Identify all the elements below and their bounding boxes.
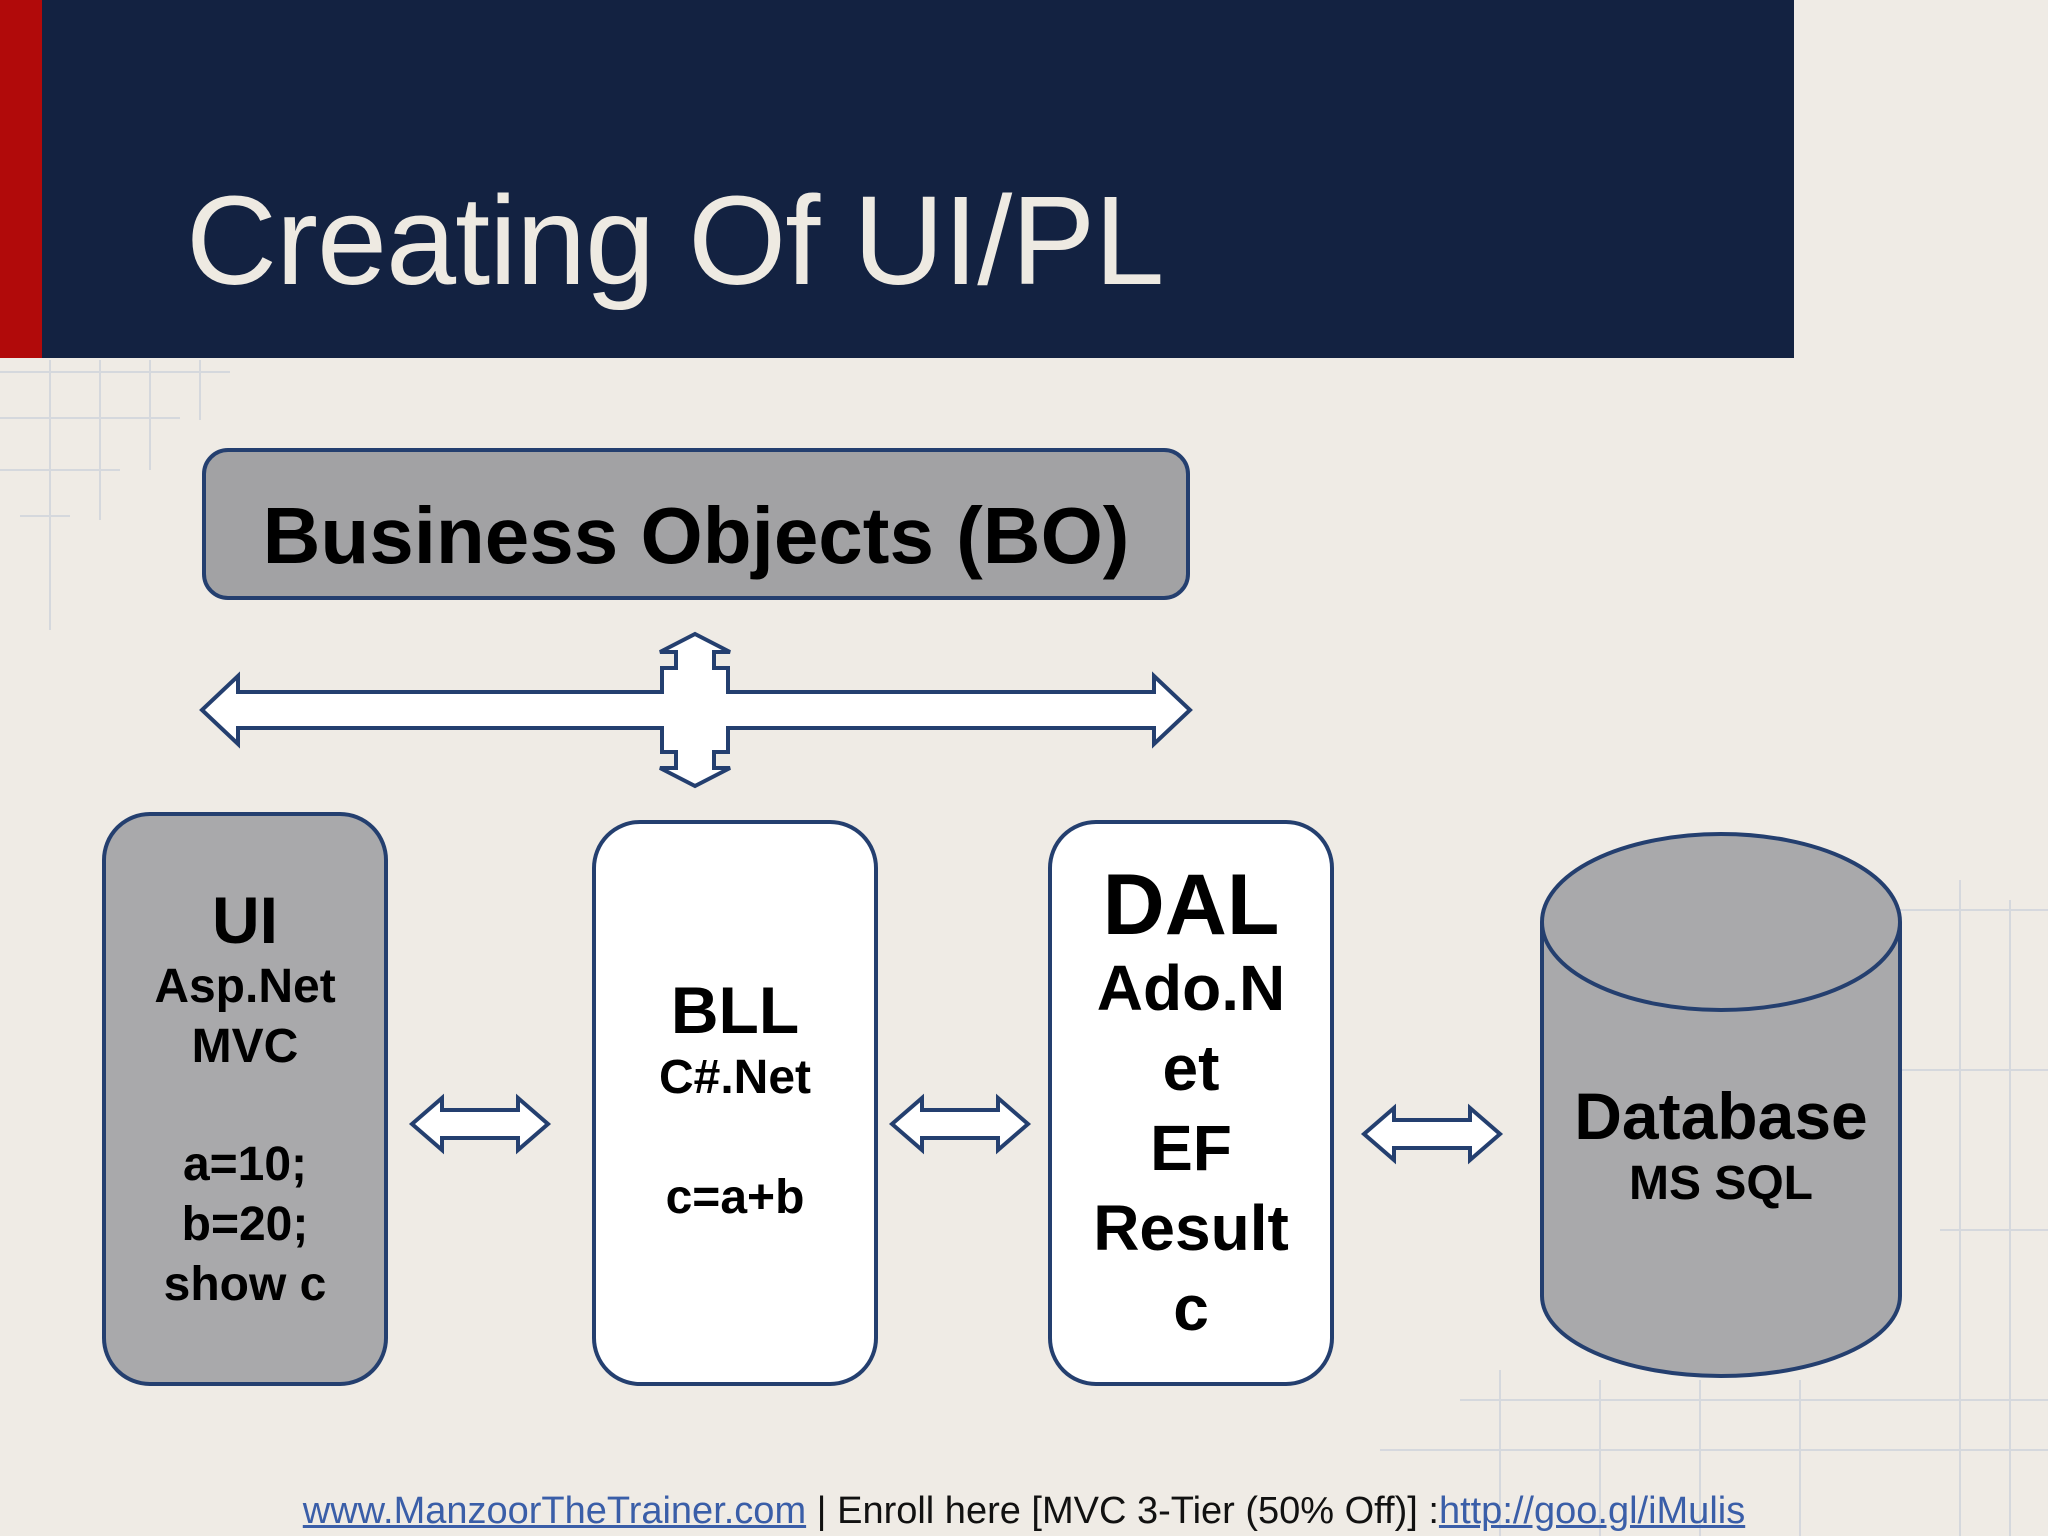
dal-layer-box: DAL Ado.N et EF Result c	[1048, 820, 1334, 1386]
ui-tech-line: Asp.Net	[154, 959, 336, 1013]
dal-line: EF	[1150, 1112, 1232, 1184]
bll-dal-arrow	[888, 1093, 1032, 1155]
database-subtitle: MS SQL	[1628, 1156, 1813, 1210]
ui-tech-line: MVC	[191, 1019, 299, 1073]
slide-title: Creating Of UI/PL	[186, 170, 1164, 311]
dal-db-arrow	[1360, 1103, 1504, 1165]
footer: www.ManzoorTheTrainer.com | Enroll here …	[0, 1490, 2048, 1533]
business-objects-box: Business Objects (BO)	[202, 448, 1190, 600]
title-accent-bar	[0, 0, 42, 358]
database-label: Database MS SQL	[1540, 1080, 1902, 1215]
database-title: Database	[1574, 1079, 1868, 1153]
database-cylinder	[1540, 832, 1902, 1378]
title-banner	[0, 0, 1794, 358]
dal-layer-title: DAL	[1102, 857, 1280, 953]
dal-line: et	[1162, 1032, 1220, 1104]
ui-code-line: a=10;	[182, 1137, 308, 1191]
dal-line: Result	[1093, 1192, 1289, 1264]
ui-layer-title: UI	[212, 883, 278, 957]
bo-cross-arrow	[199, 631, 1193, 789]
ui-layer-box: UI Asp.Net MVC a=10; b=20; show c	[102, 812, 388, 1386]
bll-code: c=a+b	[665, 1170, 805, 1224]
bll-layer-title: BLL	[670, 973, 800, 1047]
ui-code-line: b=20;	[181, 1197, 309, 1251]
business-objects-label: Business Objects (BO)	[262, 491, 1130, 580]
dal-line: Ado.N	[1096, 952, 1286, 1024]
bll-tech: C#.Net	[658, 1050, 812, 1104]
ui-bll-arrow	[408, 1093, 552, 1155]
dal-line: c	[1173, 1272, 1209, 1344]
footer-text: | Enroll here [MVC 3-Tier (50% Off)] :	[806, 1490, 1439, 1532]
site-link[interactable]: www.ManzoorTheTrainer.com	[302, 1490, 807, 1532]
bll-layer-box: BLL C#.Net c=a+b	[592, 820, 878, 1386]
enroll-link[interactable]: http://goo.gl/iMulis	[1438, 1490, 1746, 1532]
ui-code-line: show c	[163, 1257, 327, 1311]
